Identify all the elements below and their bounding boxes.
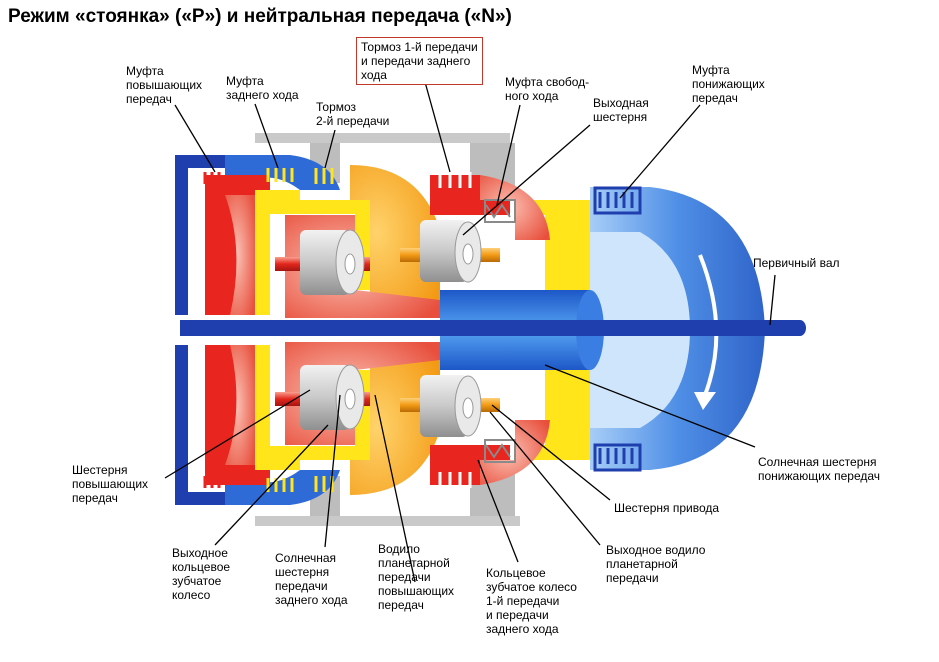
leader-drive-gear (491, 404, 611, 501)
leader-sun-reverse (324, 394, 341, 548)
leader-input-shaft (769, 274, 776, 326)
fins-underdrive-bottom (598, 448, 634, 464)
fins-brake2-top (314, 168, 334, 184)
fins-brake1-bottom (438, 472, 472, 488)
fins-overdrive-bottom (203, 476, 221, 488)
label-overdrive-carrier: Водило планетарной передачи повышающих п… (378, 542, 455, 612)
leader-output-gear (462, 124, 591, 236)
leader-overdrive-clutch (174, 104, 216, 173)
pinion-lower-right-hole (462, 397, 474, 419)
leader-second-brake (324, 129, 336, 169)
label-output-gear: Выходная шестерня (593, 96, 649, 124)
label-underdrive-clutch: Муфта понижающих передач (692, 63, 765, 105)
one-way-clutch-bottom (484, 439, 516, 463)
casing-bottom (255, 516, 520, 526)
label-second-brake: Тормоз 2-й передачи (316, 100, 390, 128)
orange-drum-top (350, 165, 440, 300)
label-one-way-clutch: Муфта свобод- ного хода (505, 75, 590, 103)
yellow-frame-bottom (255, 345, 370, 470)
label-output-carrier: Выходное водило планетарной передачи (606, 543, 706, 585)
label-reverse-clutch: Муфта заднего хода (226, 74, 299, 102)
leader-overdrive-gear (164, 389, 311, 479)
input-shaft (180, 320, 800, 336)
fins-reverse-top (266, 168, 294, 182)
label-drive-gear: Шестерня привода (614, 501, 720, 515)
pinion-lower-right (420, 375, 468, 437)
yellow-frame-top (255, 190, 370, 315)
label-overdrive-gear: Шестерня повышающих передач (72, 463, 149, 505)
leader-underdrive-clutch (619, 104, 701, 199)
rotation-arrowhead-right (694, 392, 716, 410)
fins-reverse-bottom (266, 478, 294, 492)
pinion-upper-right-hole (462, 243, 474, 265)
leader-reverse-clutch (254, 103, 279, 169)
leader-one-way-clutch (496, 104, 521, 206)
underdrive-pack-top (593, 186, 642, 215)
overdrive-red-face-top (225, 195, 255, 315)
leader-output-carrier (489, 411, 601, 546)
leader-output-ring (214, 424, 329, 546)
page-title: Режим «стоянка» («P») и нейтральная пере… (8, 6, 512, 27)
input-shaft-tip (794, 320, 806, 336)
label-first-reverse-brake: Тормоз 1-й передачи и передачи заднего х… (356, 37, 483, 85)
fins-brake1-top (438, 172, 472, 188)
label-underdrive-sun-gear: Солнечная шестерня понижающих передач (758, 455, 881, 483)
label-ring-gear-first-reverse: Кольцевое зубчатое колесо 1-й передачи и… (486, 566, 577, 636)
overdrive-drum-frame (175, 155, 225, 315)
underdrive-pack-bottom (593, 443, 642, 472)
orange-drum-bottom (350, 360, 440, 495)
leader-overdrive-carrier (374, 394, 416, 583)
label-overdrive-clutch: Муфта повышающих передач (126, 64, 203, 106)
label-input-shaft: Первичный вал (753, 256, 840, 270)
leader-underdrive-sun (544, 364, 756, 448)
fins-underdrive-top (598, 192, 634, 208)
pinion-lower-left-hole (344, 388, 356, 410)
overdrive-red-face-bottom (225, 345, 255, 465)
pinion-upper-right (420, 220, 468, 282)
pinion-upper-left-hole (344, 253, 356, 275)
casing-top (255, 133, 510, 143)
leader-ring-gear (477, 459, 519, 563)
fins-overdrive-top (203, 172, 221, 184)
leader-lines (164, 81, 776, 583)
leader-first-reverse-brake (424, 81, 451, 173)
label-sun-gear-reverse: Солнечная шестерня передачи заднего хода (275, 551, 348, 607)
label-output-ring-gear: Выходное кольцевое зубчатое колесо (172, 546, 231, 602)
